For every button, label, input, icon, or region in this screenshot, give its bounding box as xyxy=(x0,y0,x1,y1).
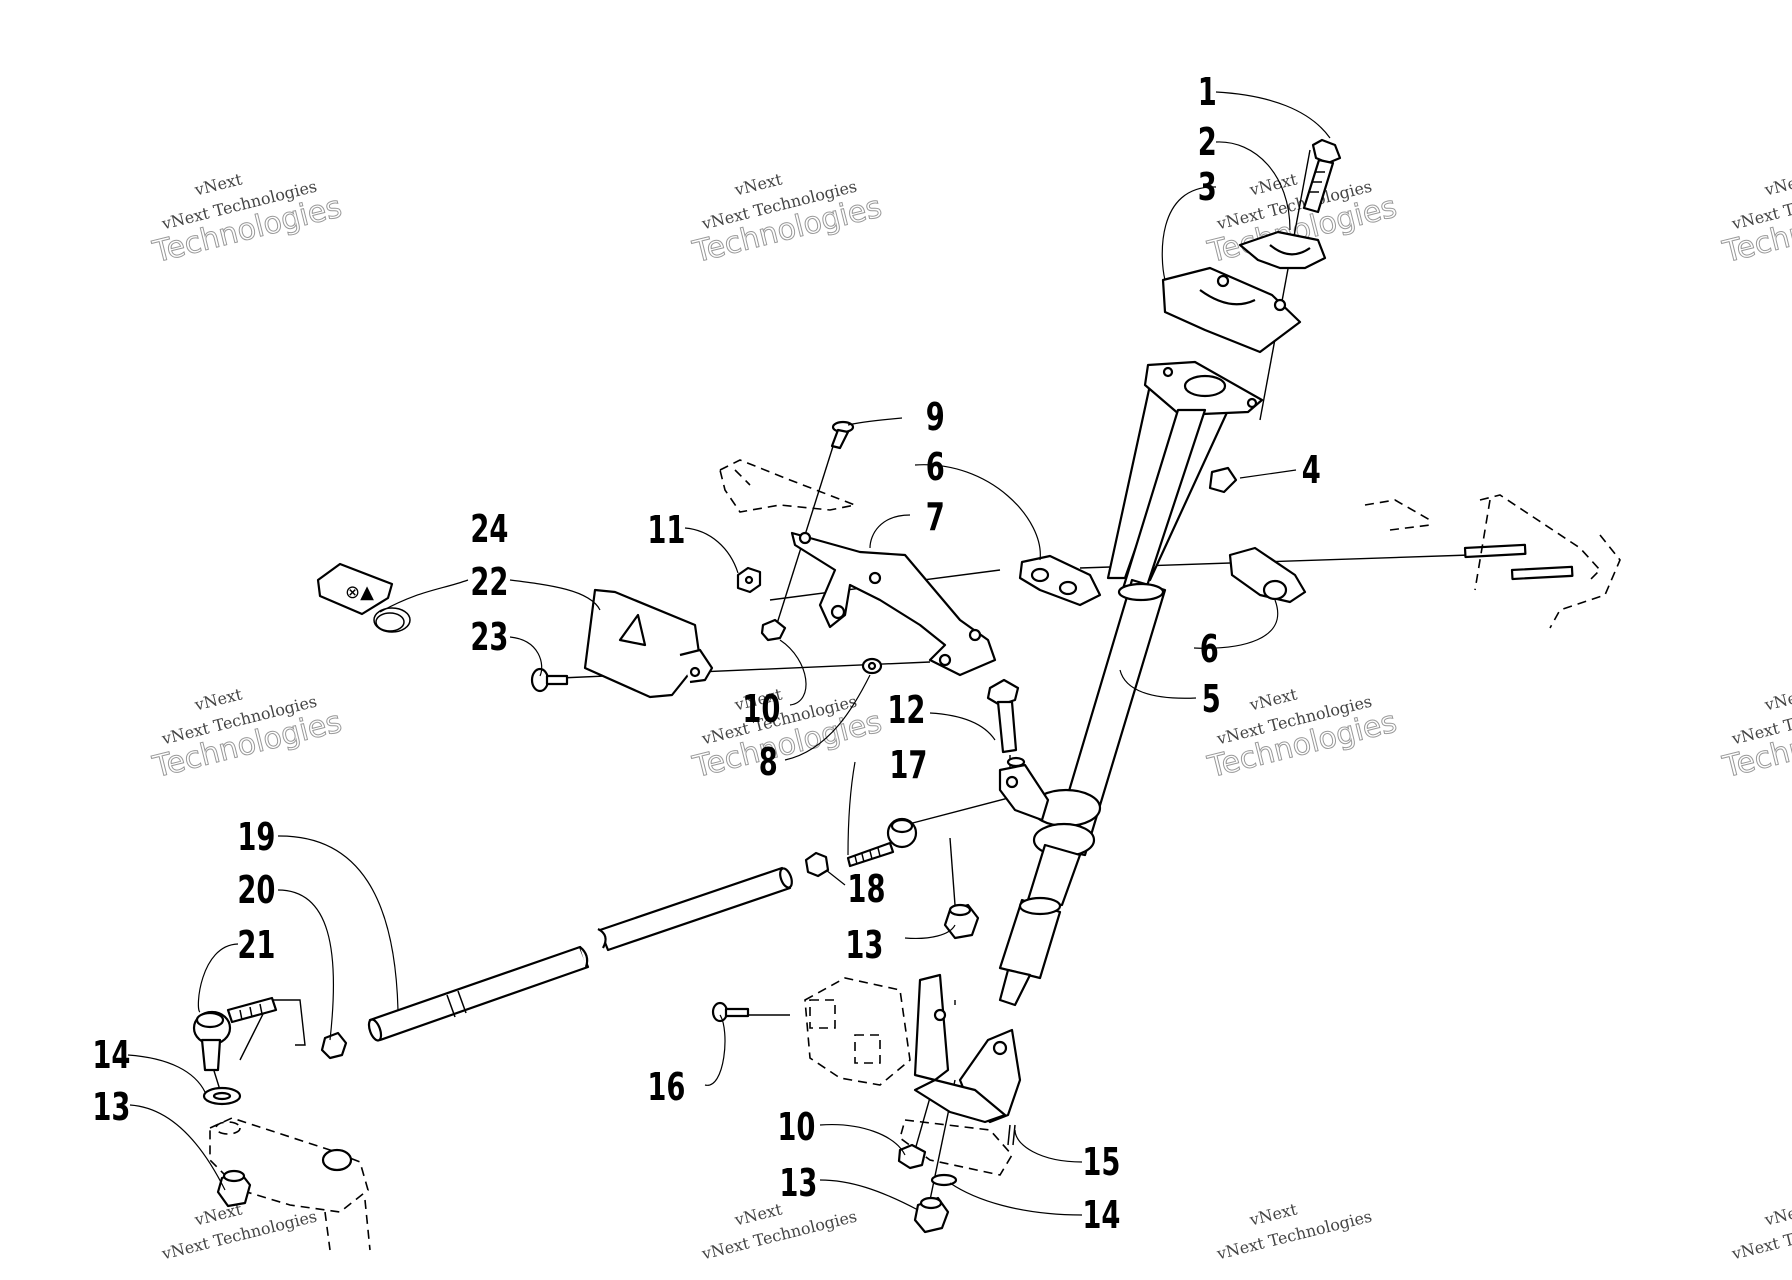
flange-nut xyxy=(1208,466,1238,494)
key-logo-icon: ⊗▲ xyxy=(345,582,374,603)
steering-arm-dashed xyxy=(209,1117,371,1251)
callout-11: 11 xyxy=(647,507,685,552)
callout-15: 15 xyxy=(1082,1139,1120,1184)
callout-24: 24 xyxy=(470,506,508,551)
watermark: vNext vNext Technologies Technologies xyxy=(1203,684,1400,785)
callout-5: 5 xyxy=(1202,676,1221,721)
tie-rod-end-21 xyxy=(192,996,278,1072)
handlebar-clamp-upper xyxy=(1238,230,1327,270)
spacer-8 xyxy=(861,657,883,675)
watermark: vNext vNext Technologies Technologies xyxy=(688,169,885,270)
steering-bracket xyxy=(790,531,997,677)
triangle-icon xyxy=(618,613,647,647)
callout-18: 18 xyxy=(847,866,885,911)
callout-3: 3 xyxy=(1198,164,1217,209)
callout-7: 7 xyxy=(926,494,945,539)
callout-21: 21 xyxy=(237,922,275,967)
callout-1: 1 xyxy=(1198,69,1217,114)
watermark: vNext vNext Technologies xyxy=(1729,1199,1792,1263)
callout-17: 17 xyxy=(889,742,927,787)
washer-14-lower xyxy=(930,1173,958,1187)
svg-text:vNext: vNext xyxy=(1762,169,1792,199)
callout-22: 22 xyxy=(470,559,508,604)
callout-16: 16 xyxy=(647,1064,685,1109)
nut-13-lower xyxy=(913,1196,950,1234)
callout-labels: 1 2 3 4 5 6 6 7 8 9 10 10 11 12 13 13 13… xyxy=(92,69,1320,1237)
callout-2: 2 xyxy=(1198,119,1217,164)
tie-rod-end-17 xyxy=(846,817,918,868)
screw-16 xyxy=(711,1001,750,1023)
callout-14-left: 14 xyxy=(92,1032,130,1077)
callout-13-center: 13 xyxy=(845,922,883,967)
pivot-block-left xyxy=(1018,554,1102,607)
pitman-arm xyxy=(998,763,1050,822)
nut-10-lower xyxy=(897,1143,927,1170)
callout-10-upper: 10 xyxy=(742,686,780,731)
steering-post xyxy=(998,360,1264,1007)
lower-support-plate xyxy=(913,973,1007,1124)
callout-13-left: 13 xyxy=(92,1084,130,1129)
jam-nut-20 xyxy=(320,1031,348,1060)
watermark: vNext vNext Technologies Technologies xyxy=(148,684,345,785)
screw-23 xyxy=(530,667,569,693)
key-fob: ⊗▲ xyxy=(316,562,411,633)
engine-component-dashed xyxy=(804,977,1013,1176)
callout-6-lower: 6 xyxy=(1200,626,1219,671)
watermark: vNext vNext Technologies Technologies xyxy=(1718,169,1792,270)
callout-20: 20 xyxy=(237,867,275,912)
svg-text:vNext: vNext xyxy=(1762,684,1792,714)
nut-13-left xyxy=(216,1169,252,1208)
callout-10-lower: 10 xyxy=(777,1104,815,1149)
tie-rod-19 xyxy=(367,866,793,1042)
nut-11 xyxy=(736,566,762,594)
jam-nut-18 xyxy=(804,851,830,878)
watermark: vNext vNext Technologies xyxy=(1214,1199,1374,1263)
nut-10-upper xyxy=(760,618,787,642)
handlebar-bolt xyxy=(1302,138,1342,214)
callout-6-upper: 6 xyxy=(926,444,945,489)
svg-text:vNext: vNext xyxy=(1762,1199,1792,1229)
nut-13-center xyxy=(943,903,980,940)
callout-19: 19 xyxy=(237,814,275,859)
callout-8: 8 xyxy=(759,739,778,784)
ignition-module xyxy=(583,588,714,699)
pivot-block-right xyxy=(1228,546,1307,604)
callout-12: 12 xyxy=(887,687,925,732)
watermark: vNext vNext Technologies xyxy=(699,1199,859,1263)
callout-13-lower: 13 xyxy=(779,1160,817,1205)
bolt-12 xyxy=(986,678,1020,754)
callout-4: 4 xyxy=(1302,447,1321,492)
watermark: vNext vNext Technologies Technologies xyxy=(148,169,345,270)
washer-14-left xyxy=(202,1086,242,1106)
frame-outline-dashed xyxy=(719,459,1621,629)
studs-right xyxy=(1463,543,1574,581)
callout-14-lower: 14 xyxy=(1082,1192,1120,1237)
handlebar-clamp-lower xyxy=(1161,266,1302,354)
leader-lines xyxy=(127,91,1331,1216)
screw-9 xyxy=(830,420,855,450)
watermark: vNext vNext Technologies Technologies xyxy=(1718,684,1792,785)
callout-23: 23 xyxy=(470,614,508,659)
callout-9: 9 xyxy=(926,394,945,439)
